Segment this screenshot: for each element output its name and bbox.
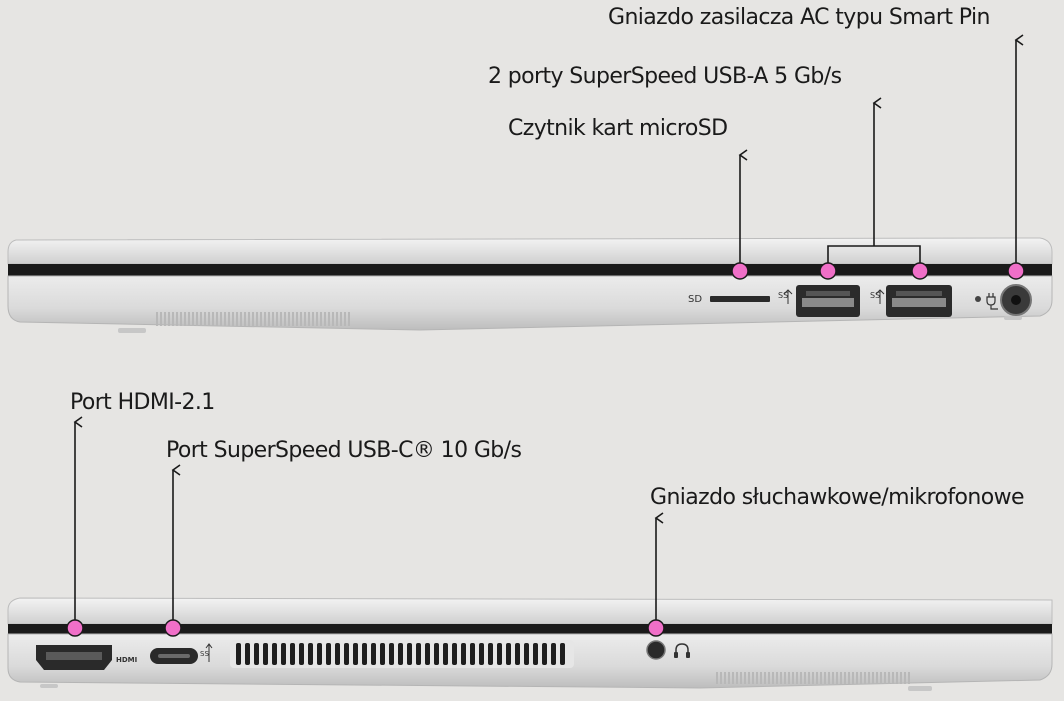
vent-slot	[425, 643, 430, 665]
lid-edge	[7, 237, 1053, 265]
usb-a-port-1-pins	[806, 291, 850, 296]
vent-slot	[308, 643, 313, 665]
marker-usb-c	[164, 619, 182, 637]
rubber-foot	[908, 686, 932, 691]
usb-a-port-2-tongue	[892, 298, 946, 307]
vent-slot	[515, 643, 520, 665]
vent-slot	[371, 643, 376, 665]
laptop-left-side: HDMI SS	[7, 416, 1053, 691]
rubber-foot	[118, 328, 146, 333]
vent-slot	[290, 643, 295, 665]
usb-c-port-tongue	[158, 654, 190, 658]
vent-slot	[245, 643, 250, 665]
label-hdmi: Port HDMI-2.1	[70, 390, 215, 415]
microsd-slot[interactable]	[710, 296, 770, 302]
vent-slot	[380, 643, 385, 665]
vent-slot	[317, 643, 322, 665]
vent-slot	[299, 643, 304, 665]
label-ac-power: Gniazdo zasilacza AC typu Smart Pin	[608, 5, 990, 30]
vent-slot	[416, 643, 421, 665]
vent-slot	[263, 643, 268, 665]
power-plug-icon	[986, 293, 998, 310]
vent-slot	[506, 643, 511, 665]
label-usb-c: Port SuperSpeed USB-C® 10 Gb/s	[166, 438, 522, 463]
vent-slot	[461, 643, 466, 665]
marker-headphone	[647, 619, 665, 637]
vent-slot	[362, 643, 367, 665]
vent-slot	[497, 643, 502, 665]
hdmi-port-tongue	[46, 652, 102, 660]
headphone-jack[interactable]	[646, 640, 666, 660]
vent-slot	[272, 643, 277, 665]
vent-slot	[470, 643, 475, 665]
vent-slot	[389, 643, 394, 665]
marker-hdmi	[66, 619, 84, 637]
vent-slot	[335, 643, 340, 665]
usb-ss-icon: SS	[778, 289, 793, 304]
vent-slot	[398, 643, 403, 665]
vent-slot	[326, 643, 331, 665]
vent-slot	[236, 643, 241, 665]
marker-usb-a-1	[819, 262, 837, 280]
vent-slot	[407, 643, 412, 665]
vent-slot	[452, 643, 457, 665]
vent-slot	[479, 643, 484, 665]
marker-usb-a-2	[911, 262, 929, 280]
label-microsd: Czytnik kart microSD	[508, 116, 728, 141]
speaker-vent	[714, 672, 910, 684]
vent-slot	[560, 643, 565, 665]
air-vent-slots	[236, 643, 565, 665]
vent-slot	[353, 643, 358, 665]
ac-power-jack-pin	[1011, 295, 1021, 305]
usb-a-port-1-tongue	[802, 298, 854, 307]
usb-a-port-2-pins	[896, 291, 942, 296]
label-usb-a: 2 porty SuperSpeed USB-A 5 Gb/s	[488, 64, 842, 89]
vent-slot	[551, 643, 556, 665]
vent-slot	[542, 643, 547, 665]
marker-ac-power	[1007, 262, 1025, 280]
hdmi-port-label: HDMI	[116, 656, 137, 664]
svg-text:SS: SS	[778, 291, 788, 300]
thunderbolt-icon: SS	[200, 643, 213, 662]
vent-slot	[524, 643, 529, 665]
headphone-icon	[674, 643, 690, 658]
svg-text:SS: SS	[870, 291, 880, 300]
vent-slot	[434, 643, 439, 665]
vent-slot	[533, 643, 538, 665]
hinge-gap	[8, 624, 1052, 634]
rubber-foot	[40, 684, 58, 688]
hinge-gap	[8, 264, 1052, 276]
svg-text:SS: SS	[200, 650, 209, 658]
speaker-vent	[156, 312, 352, 326]
label-headphone: Gniazdo słuchawkowe/mikrofonowe	[650, 485, 1025, 510]
usb-ss-icon: SS	[870, 289, 885, 304]
power-led	[975, 296, 981, 302]
vent-slot	[344, 643, 349, 665]
vent-slot	[254, 643, 259, 665]
marker-microsd	[731, 262, 749, 280]
rubber-foot	[1004, 316, 1022, 320]
vent-slot	[488, 643, 493, 665]
vent-slot	[281, 643, 286, 665]
vent-slot	[443, 643, 448, 665]
sd-slot-label: SD	[688, 294, 702, 305]
laptop-right-side: SD SS SS	[7, 34, 1053, 333]
lid-edge	[7, 597, 1053, 625]
